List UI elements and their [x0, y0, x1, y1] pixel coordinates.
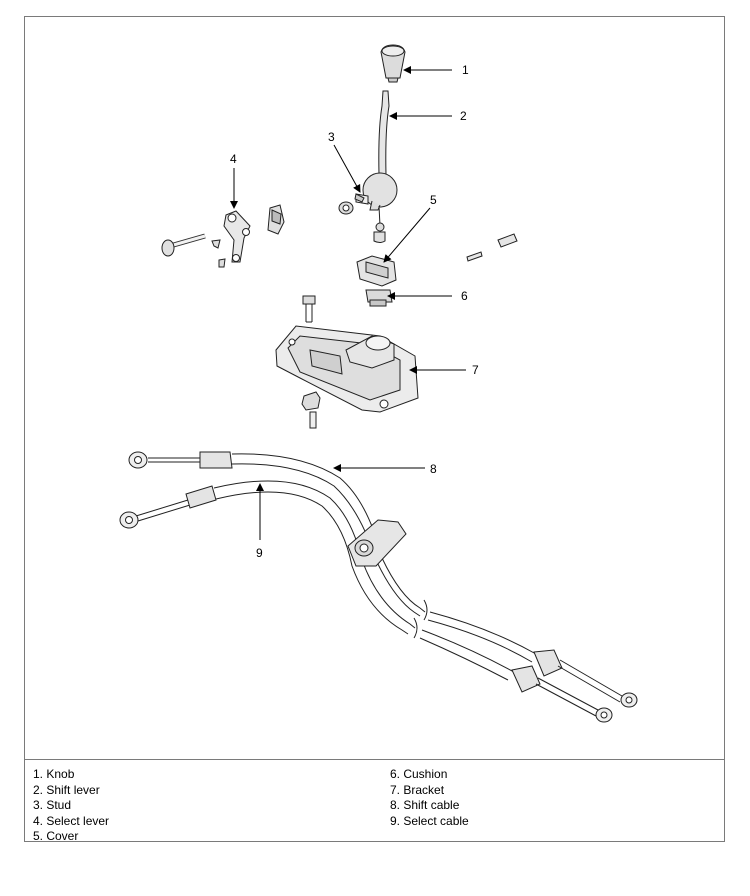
- cable-break-marks: [413, 599, 428, 639]
- bolt-part: [302, 295, 316, 323]
- callout-3: 3: [328, 130, 335, 144]
- callout-8: 8: [430, 462, 437, 476]
- legend-right-column: 6. Cushion 7. Bracket 8. Shift cable 9. …: [390, 767, 469, 829]
- legend-item-knob: 1. Knob: [33, 767, 75, 781]
- shift-lever-part: [355, 90, 398, 232]
- diagram-frame: [24, 16, 725, 842]
- legend-item-cushion: 6. Cushion: [390, 767, 448, 781]
- legend-item-cover: 5. Cover: [33, 829, 79, 844]
- cover-part: [356, 255, 397, 287]
- legend-item-shift-cable: 8. Shift cable: [390, 798, 460, 813]
- knob-part: [380, 44, 406, 83]
- legend-item-shift-lever: 2. Shift lever: [33, 782, 100, 797]
- bushing-part: [373, 231, 386, 243]
- callout-9: 9: [256, 546, 263, 560]
- cushion-part: [365, 289, 393, 307]
- stud-part: [338, 193, 365, 215]
- pin-parts: [466, 233, 518, 262]
- callout-2: 2: [460, 109, 467, 123]
- select-lever-part: [161, 204, 285, 268]
- callout-5: 5: [430, 193, 437, 207]
- callout-7: 7: [472, 363, 479, 377]
- leader-lines: [230, 66, 466, 540]
- leader-cover: [383, 207, 431, 263]
- cable-grommet-part: [347, 519, 407, 567]
- shift-cable-part: [128, 451, 426, 617]
- callout-1: 1: [462, 63, 469, 77]
- legend-left-column: 1. Knob 2. Shift lever 3. Stud 4. Select…: [33, 767, 109, 845]
- bracket-part: [275, 325, 419, 413]
- leader-stud: [333, 144, 361, 193]
- callout-4: 4: [230, 152, 237, 166]
- callout-6: 6: [461, 289, 468, 303]
- legend-item-bracket: 7. Bracket: [390, 782, 445, 797]
- legend-item-stud: 3. Stud: [33, 798, 72, 813]
- legend-divider: [24, 759, 725, 760]
- lower-cable-ends: [419, 611, 638, 723]
- legend-item-select-lever: 4. Select lever: [33, 813, 110, 828]
- select-cable-part: [119, 480, 416, 635]
- bracket-nut-part: [301, 391, 321, 429]
- legend-item-select-cable: 9. Select cable: [390, 813, 469, 828]
- exploded-parts-diagram: 1 2 3 4 5 6 7 8 9: [119, 44, 638, 723]
